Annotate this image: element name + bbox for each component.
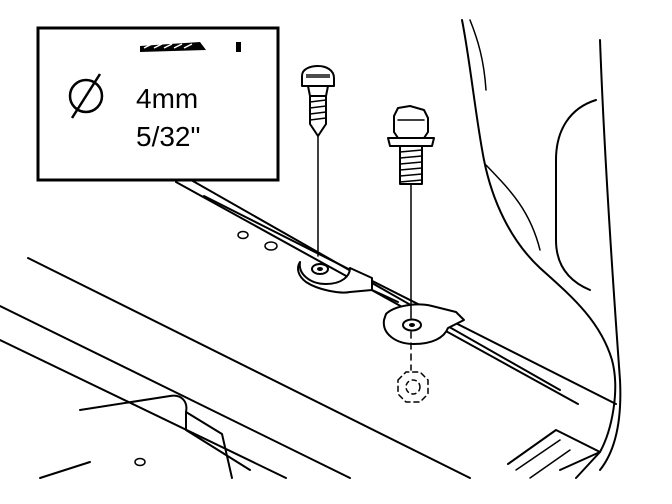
nut-icon [397, 371, 429, 403]
mounting-bracket-left [297, 261, 373, 294]
panel-holes [134, 230, 278, 467]
mounting-bracket-right [371, 289, 465, 345]
drill-size-imperial: 5/32" [136, 121, 200, 152]
drill-size-callout: 4mm 5/32" [36, 26, 280, 182]
drill-size-metric: 4mm [136, 83, 198, 114]
hex-bolt-icon [387, 105, 435, 371]
drill-bit-icon [140, 42, 241, 52]
tapping-screw-icon [301, 65, 335, 257]
diameter-symbol-icon [68, 73, 104, 119]
